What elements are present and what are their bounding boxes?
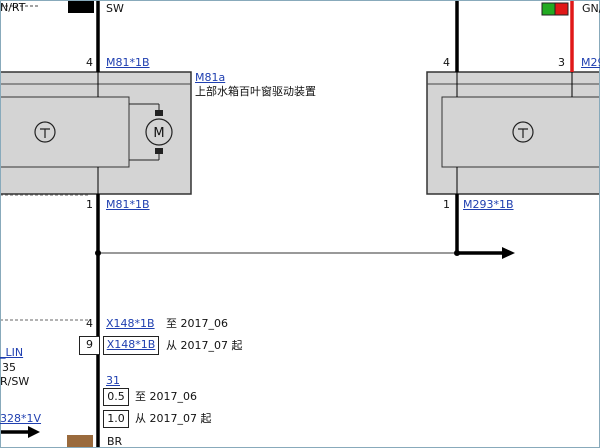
module-left-inner	[0, 96, 130, 168]
right-bottom-pin: 1	[443, 198, 450, 211]
left-top-connector-link[interactable]: M81*1B	[106, 56, 150, 69]
left-connector-link[interactable]: 328*1V	[0, 412, 42, 425]
left-wire-color: R/SW	[0, 375, 30, 388]
x148-note-b: 从 2017_07 起	[166, 339, 243, 352]
left-top-color: N/RT	[0, 1, 26, 14]
x148-note-a: 至 2017_06	[166, 317, 228, 330]
arrow-right-continue	[502, 247, 515, 259]
wire-size-note-b: 从 2017_07 起	[135, 412, 212, 425]
right-bottom-connector-link[interactable]: M293*1B	[463, 198, 514, 211]
wire-color-br: BR	[107, 435, 123, 448]
module-name: 上部水箱百叶窗驱动装置	[195, 85, 316, 98]
x148-connector-b-link[interactable]: X148*1B	[103, 336, 159, 355]
x148-connector-a-link[interactable]: X148*1B	[106, 317, 155, 330]
right-top-pin-right: 3	[558, 56, 565, 69]
wire-size-note-a: 至 2017_06	[135, 390, 197, 403]
arrow-left-continue	[28, 426, 40, 438]
svg-text:M: M	[153, 126, 164, 141]
wire-number-link[interactable]: 31	[106, 374, 120, 387]
color-tag-brown	[67, 435, 93, 448]
module-right-controller-symbol	[512, 121, 534, 143]
module-code-link[interactable]: M81a	[195, 71, 226, 84]
x148-pin-a: 4	[86, 317, 93, 330]
right-top-color: GN/	[582, 2, 600, 15]
left-top-pin: 4	[86, 56, 93, 69]
wire-size-b-box: 1.0	[103, 410, 129, 428]
module-left-controller-symbol	[34, 121, 56, 143]
right-top-pin-left: 4	[443, 56, 450, 69]
right-top-connector-link[interactable]: M29	[581, 56, 600, 69]
left-bottom-pin: 1	[86, 198, 93, 211]
x148-pin-b-box: 9	[79, 336, 100, 355]
motor-symbol	[145, 118, 173, 146]
left-number: 35	[2, 361, 16, 374]
color-tag-black	[68, 1, 94, 13]
wire-size-a-box: 0.5	[103, 388, 129, 406]
sw-label: SW	[106, 2, 124, 15]
module-right-inner	[441, 96, 600, 168]
left-lin-link[interactable]: _LIN	[0, 346, 24, 359]
left-bottom-connector-link[interactable]: M81*1B	[106, 198, 150, 211]
